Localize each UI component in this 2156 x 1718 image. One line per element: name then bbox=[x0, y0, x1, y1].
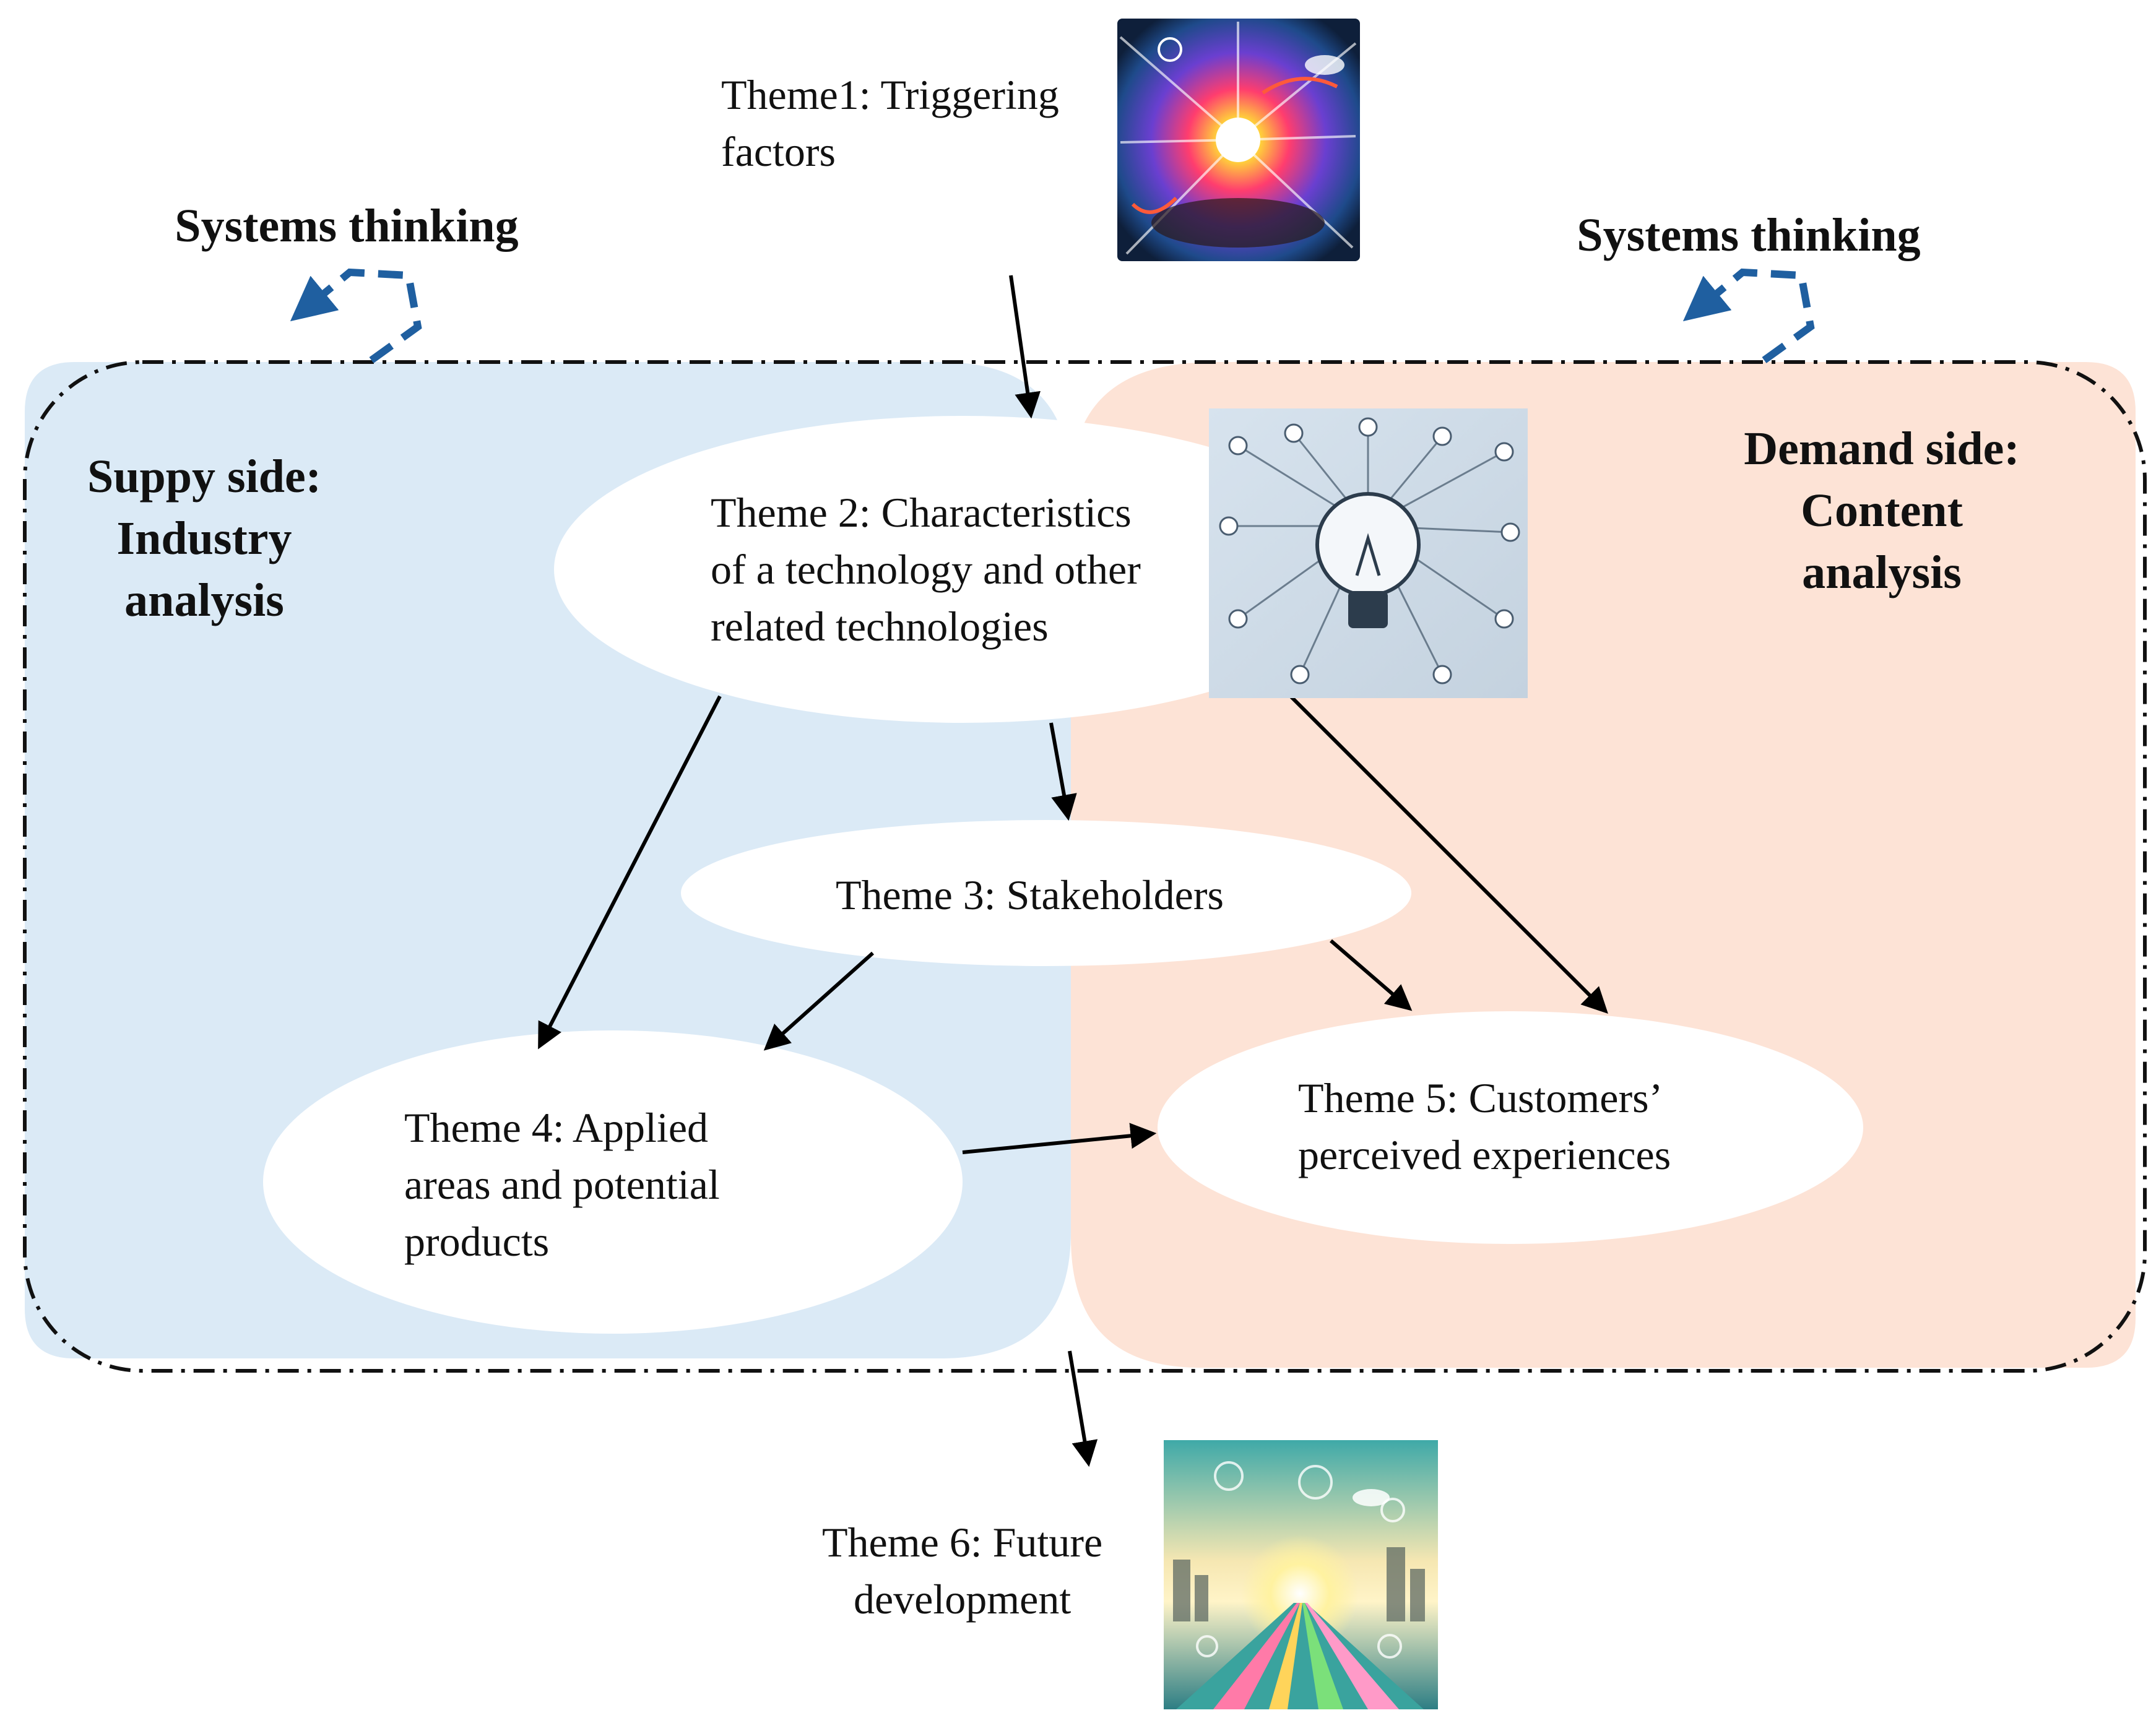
system-boundary bbox=[23, 360, 2147, 1373]
arrow-theme2-to-theme3 bbox=[1049, 722, 1077, 821]
loop-arrow-right-icon bbox=[1682, 268, 1815, 363]
theme2-ellipse bbox=[554, 416, 1371, 723]
arrow-to-theme6 bbox=[1068, 1350, 1098, 1467]
systems-thinking-left-label: Systems thinking bbox=[175, 200, 519, 252]
demand-side-heading: Demand side: Content analysis bbox=[1744, 423, 2020, 598]
loop-arrow-left-icon bbox=[290, 268, 422, 363]
arrow-theme2-to-theme5 bbox=[1289, 694, 1608, 1014]
theme5-label: Theme 5: Customers’ perceived experience… bbox=[1298, 1074, 1671, 1178]
arrow-theme4-to-theme5 bbox=[962, 1123, 1157, 1154]
triggering-burst-image bbox=[1117, 19, 1360, 261]
theme6-label: Theme 6: Future development bbox=[822, 1519, 1103, 1623]
lightbulb-network-image bbox=[1209, 408, 1528, 698]
arrow-theme1-to-theme2 bbox=[1009, 275, 1041, 419]
theme3-ellipse bbox=[681, 820, 1411, 966]
theme2-label: Theme 2: Characteristics of a technology… bbox=[711, 489, 1141, 650]
systems-thinking-right-label: Systems thinking bbox=[1577, 209, 1921, 261]
theme4-label: Theme 4: Applied areas and potential pro… bbox=[404, 1104, 720, 1265]
theme5-ellipse bbox=[1158, 1011, 1863, 1244]
theme3-label: Theme 3: Stakeholders bbox=[836, 871, 1224, 918]
supply-side-heading: Suppy side: Industry analysis bbox=[87, 451, 322, 626]
flow-arrows bbox=[538, 275, 1608, 1467]
arrow-theme3-to-theme5 bbox=[1330, 939, 1413, 1011]
arrow-theme2-to-theme4 bbox=[538, 695, 722, 1050]
arrow-theme3-to-theme4 bbox=[763, 951, 874, 1051]
theme1-label: Theme1: Triggering factors bbox=[721, 71, 1059, 175]
theme4-ellipse bbox=[263, 1030, 963, 1334]
future-road-image bbox=[1164, 1440, 1438, 1709]
